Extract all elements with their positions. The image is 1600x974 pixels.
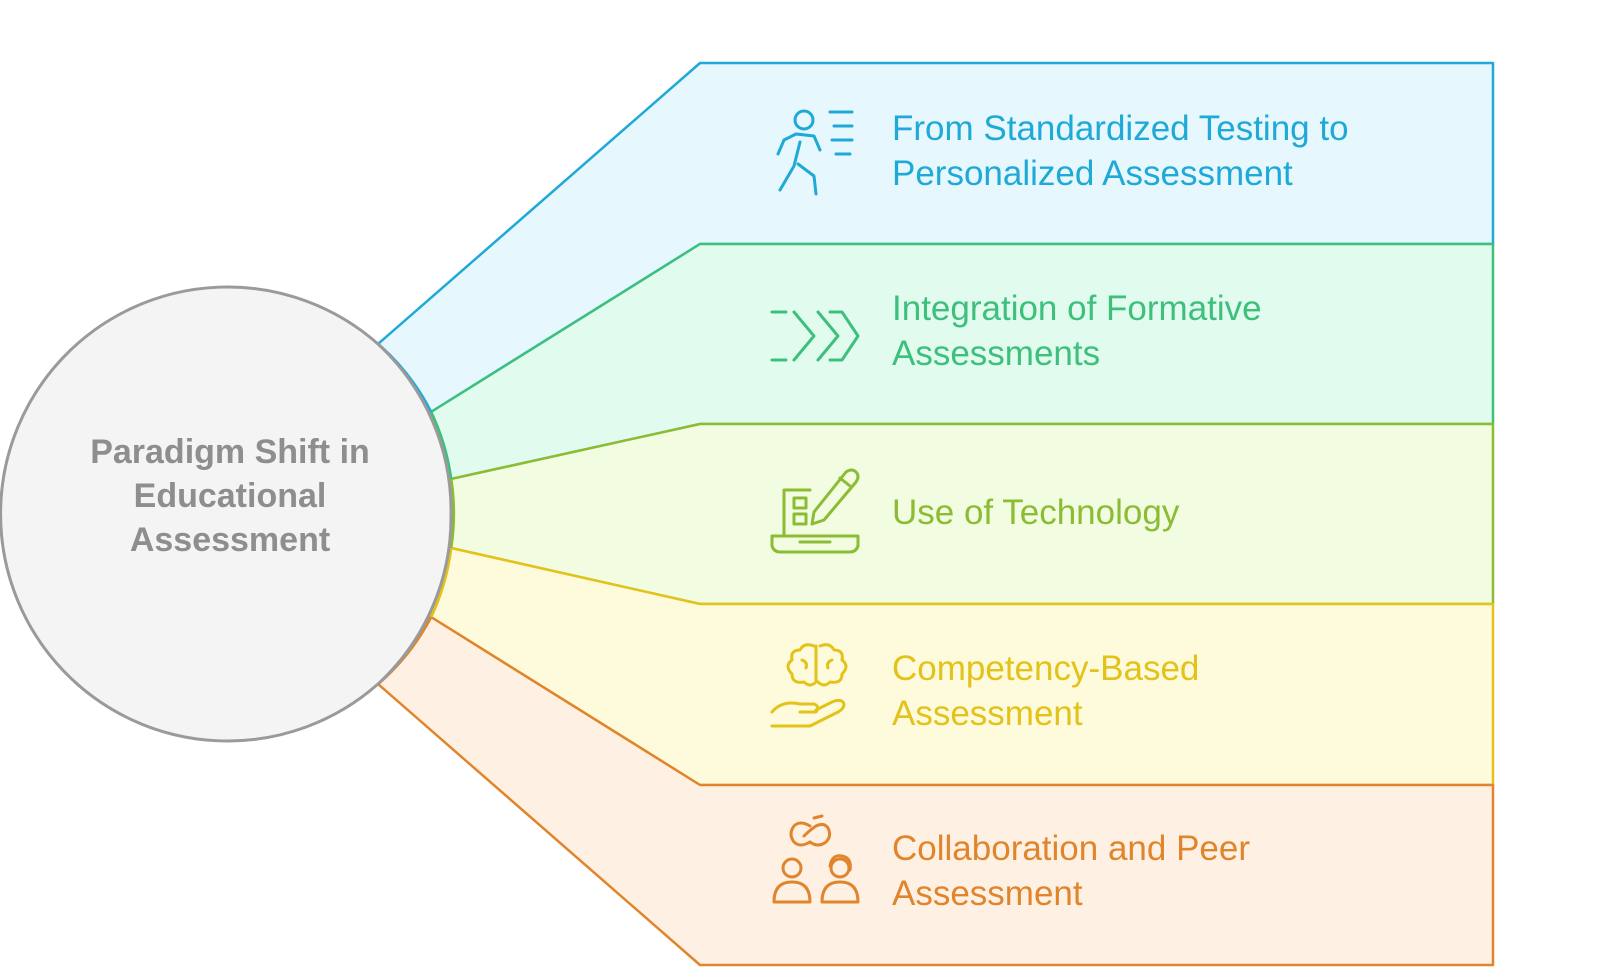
center-title: Paradigm Shift in Educational Assessment	[40, 430, 420, 562]
arc-segment-3	[449, 478, 456, 549]
label-formative-assessments: Integration of Formative Assessments	[892, 286, 1512, 376]
label-line: Use of Technology	[892, 493, 1180, 532]
label-use-of-technology: Use of Technology	[892, 490, 1512, 535]
laptop-pencil-icon	[770, 468, 860, 554]
label-line: Personalized Assessment	[892, 154, 1293, 193]
center-circle	[0, 285, 453, 743]
label-line: Competency-Based	[892, 649, 1200, 688]
arc-segment-2	[429, 411, 453, 480]
brain-hand-icon	[770, 643, 848, 728]
label-line: Assessment	[892, 874, 1083, 913]
label-line: From Standardized Testing to	[892, 109, 1349, 148]
label-competency-based: Competency-Based Assessment	[892, 646, 1512, 736]
center-title-line-2: Educational	[133, 477, 327, 515]
center-title-line-1: Paradigm Shift in	[90, 433, 370, 471]
running-person-icon	[776, 109, 854, 196]
label-collaboration-peer: Collaboration and Peer Assessment	[892, 826, 1512, 916]
collaborating-people-icon	[772, 814, 860, 904]
label-standardized-to-personalized: From Standardized Testing to Personalize…	[892, 106, 1512, 196]
label-line: Collaboration and Peer	[892, 829, 1251, 868]
forward-chevrons-icon	[770, 310, 860, 362]
arc-segment-4	[429, 547, 453, 618]
label-line: Assessments	[892, 334, 1101, 373]
label-line: Integration of Formative	[892, 289, 1262, 328]
label-line: Assessment	[892, 694, 1083, 733]
center-title-line-3: Assessment	[129, 521, 331, 559]
